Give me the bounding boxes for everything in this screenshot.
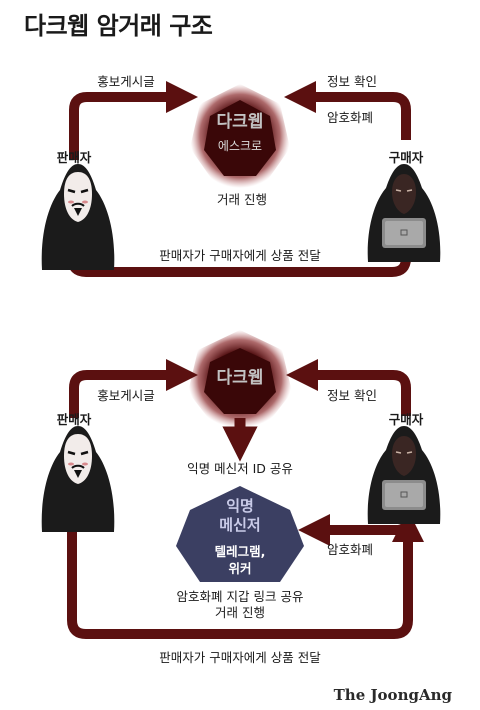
page-title: 다크웹 암거래 구조 bbox=[24, 12, 213, 40]
buyer-icon bbox=[366, 425, 442, 525]
buyer-label-2: 구매자 bbox=[389, 412, 424, 427]
label-crypto-1: 암호화폐 bbox=[327, 110, 373, 125]
label-delivery-1: 판매자가 구매자에게 상품 전달 bbox=[159, 248, 321, 263]
messenger-sub-line1: 텔레그램, bbox=[215, 544, 266, 559]
messenger-sub-line2: 위커 bbox=[228, 561, 251, 576]
seller-icon bbox=[40, 162, 116, 272]
label-promo-post-2: 홍보게시글 bbox=[97, 388, 155, 403]
buyer-label-1: 구매자 bbox=[389, 150, 424, 165]
arrow-seller-to-buyer-2 bbox=[67, 500, 425, 639]
seller-label-2: 판매자 bbox=[57, 412, 92, 427]
buyer-icon bbox=[366, 163, 442, 263]
messenger-node bbox=[176, 486, 304, 582]
arrow-buyer-to-darkweb-2 bbox=[285, 358, 411, 416]
seller-icon bbox=[40, 424, 116, 534]
label-info-check-2: 정보 확인 bbox=[327, 388, 377, 403]
messenger-title-line1: 익명 bbox=[226, 497, 254, 515]
label-info-check-1: 정보 확인 bbox=[327, 74, 377, 89]
darkweb-node-1 bbox=[190, 84, 290, 188]
darkweb-node-2 bbox=[188, 330, 292, 428]
arrow-buyer-to-darkweb-1 bbox=[283, 80, 411, 140]
darkweb-subtitle-1: 에스크로 bbox=[218, 139, 262, 153]
seller-label-1: 판매자 bbox=[57, 150, 92, 165]
darkweb-title-2: 다크웹 bbox=[217, 368, 264, 388]
arrow-seller-to-darkweb-2 bbox=[69, 358, 199, 418]
label-crypto-2: 암호화폐 bbox=[327, 542, 373, 557]
label-wallet-share: 암호화폐 지갑 링크 공유 bbox=[177, 589, 304, 604]
label-trade-1: 거래 진행 bbox=[217, 192, 267, 207]
diagram-1: 다크웹 에스크로 홍보게시글 정보 확인 암호화폐 거래 진행 판매자가 구매자… bbox=[40, 74, 442, 277]
messenger-title-line2: 메신저 bbox=[219, 516, 260, 534]
label-delivery-2: 판매자가 구매자에게 상품 전달 bbox=[159, 650, 321, 665]
diagram-2: 다크웹 홍보게시글 정보 확인 익명 메신저 ID 공유 익명 메신저 텔레그램… bbox=[40, 330, 442, 665]
label-id-share: 익명 메신저 ID 공유 bbox=[187, 461, 293, 476]
label-promo-post-1: 홍보게시글 bbox=[97, 74, 155, 89]
label-trade-2: 거래 진행 bbox=[215, 605, 265, 620]
arrow-seller-to-darkweb-1 bbox=[69, 80, 199, 160]
darkweb-title-1: 다크웹 bbox=[217, 112, 264, 132]
credit-logo: The JoongAng bbox=[333, 686, 452, 704]
